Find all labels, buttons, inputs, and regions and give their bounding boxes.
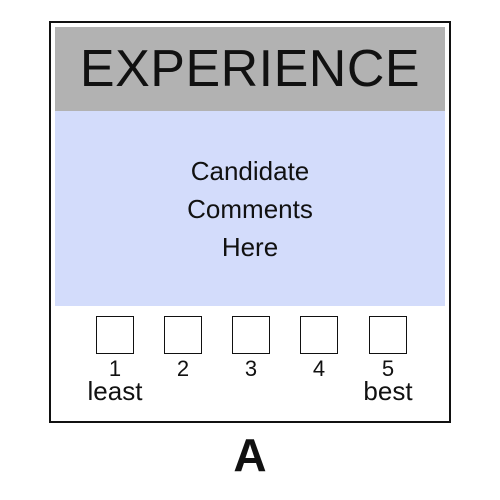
rating-checkbox-3[interactable]	[232, 316, 270, 354]
rating-option-1: 1 least	[85, 316, 145, 404]
rating-caption-best: best	[363, 376, 413, 406]
rating-option-2: 2	[153, 316, 213, 380]
card-inner: EXPERIENCE Candidate Comments Here 1 lea…	[55, 27, 445, 417]
card-header: EXPERIENCE	[55, 27, 445, 111]
comment-line: Candidate	[190, 155, 310, 186]
comment-line: Comments	[187, 193, 313, 224]
card-title: EXPERIENCE	[79, 40, 421, 98]
rating-caption-least: least	[87, 376, 143, 406]
rating-option-5: 5 best	[358, 316, 418, 404]
rating-number-3: 3	[244, 356, 258, 381]
comment-line: Here	[221, 231, 279, 262]
rating-checkbox-5[interactable]	[369, 316, 407, 354]
grade-label: A	[233, 429, 267, 481]
rating-option-3: 3	[221, 316, 281, 380]
rating-checkbox-4[interactable]	[300, 316, 338, 354]
rating-option-4: 4	[289, 316, 349, 380]
rating-number-1: 1	[108, 356, 122, 381]
rating-scale: 1 least 2 3 4 5 best	[55, 306, 445, 417]
rating-number-5: 5	[381, 356, 395, 381]
comments-area: Candidate Comments Here	[55, 111, 445, 306]
rating-checkbox-2[interactable]	[164, 316, 202, 354]
experience-card: EXPERIENCE Candidate Comments Here 1 lea…	[49, 21, 451, 423]
rating-number-2: 2	[176, 356, 190, 381]
rating-checkbox-1[interactable]	[96, 316, 134, 354]
rating-number-4: 4	[312, 356, 326, 381]
